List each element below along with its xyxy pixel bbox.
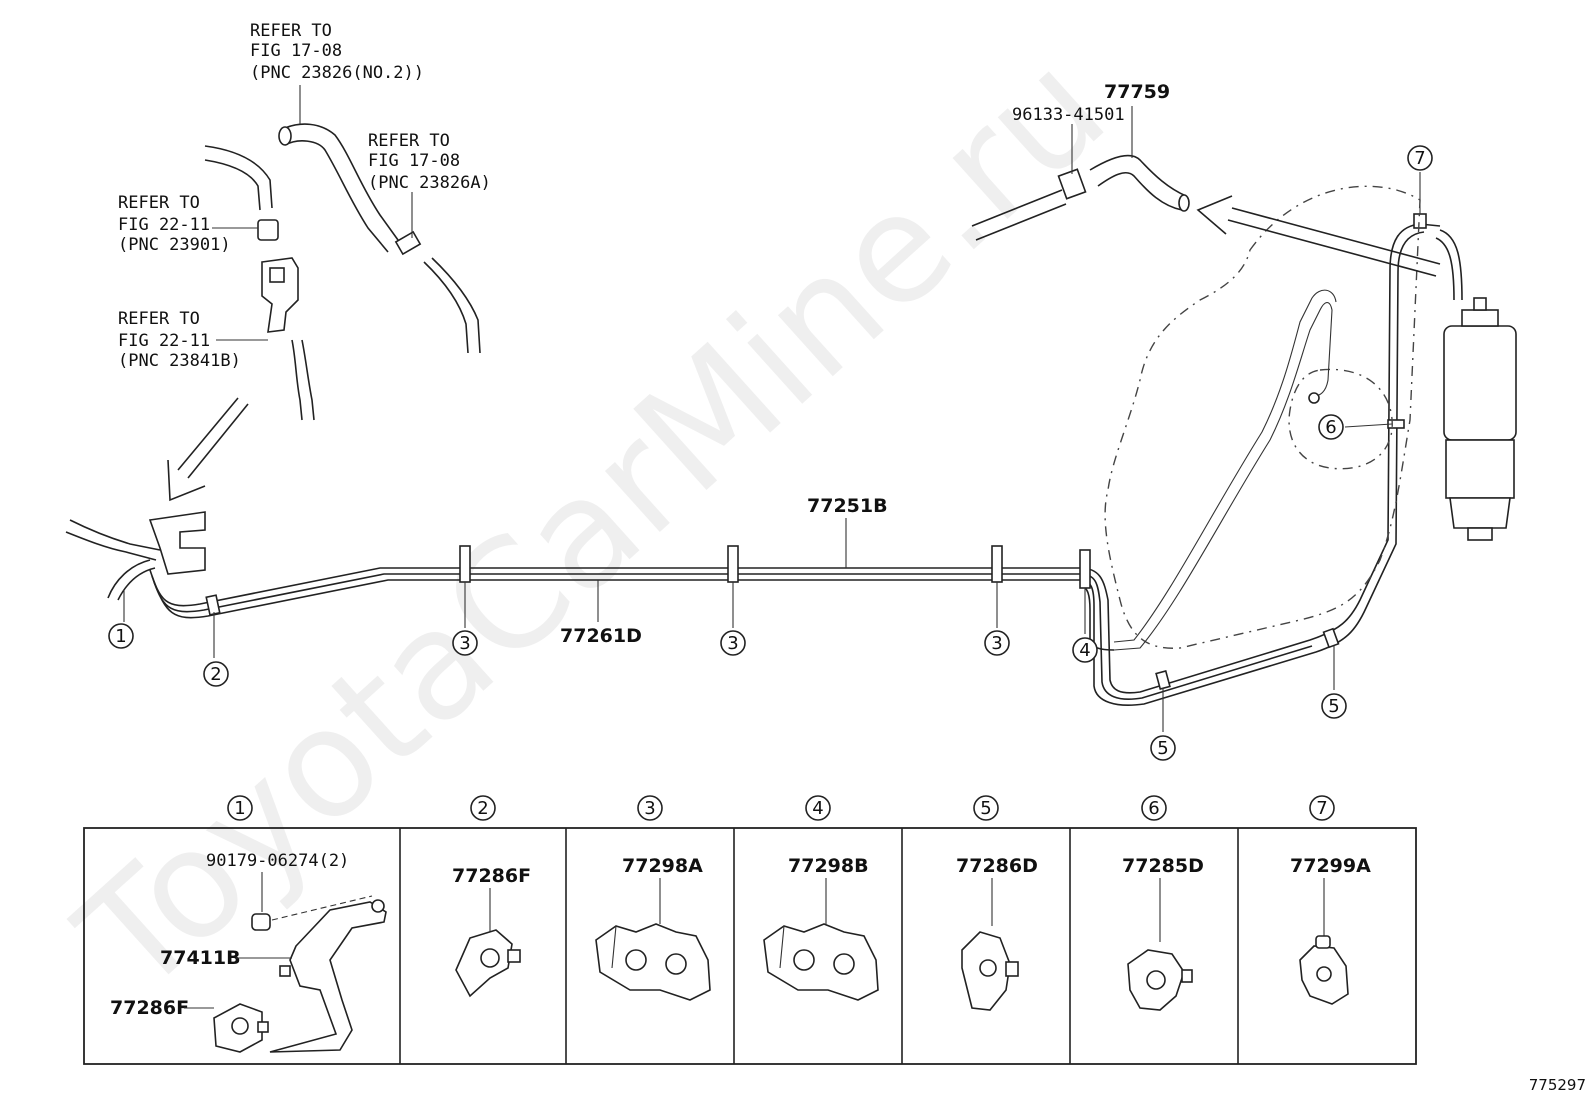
hose-ref-23901 (204, 145, 279, 241)
svg-text:5: 5 (980, 798, 991, 819)
part-label-77261d: 77261D (560, 625, 642, 647)
svg-text:4: 4 (812, 798, 823, 819)
legend-cell-3: 77298A (595, 855, 711, 1001)
callout-6: 6 (1318, 414, 1344, 440)
legend-header-6: 6 (1141, 795, 1167, 821)
ref-label-23826-no2: REFER TO FIG 17-08 (PNC 23826(NO.2)) (250, 21, 424, 83)
hose-clamp-23826a (394, 192, 481, 354)
svg-text:77285D: 77285D (1122, 855, 1204, 877)
legend-cell-2: 77286F (452, 865, 531, 998)
legend-header-7: 7 (1309, 795, 1335, 821)
callout-5b: 5 (1321, 693, 1347, 719)
legend-header-3: 3 (637, 795, 663, 821)
legend-cell-1: 90179-06274(2) 77411B 77286F (110, 851, 387, 1053)
ref-label-23826a: REFER TO FIG 17-08 (PNC 23826A) (368, 131, 491, 193)
callout-3b: 3 (720, 630, 746, 656)
svg-text:3: 3 (727, 633, 738, 654)
legend-cell-4: 77298B (763, 855, 879, 1001)
svg-text:5: 5 (1157, 738, 1168, 759)
direction-arrow-right (1196, 195, 1441, 277)
svg-text:3: 3 (991, 633, 1002, 654)
svg-text:3: 3 (644, 798, 655, 819)
svg-text:(PNC 23826(NO.2)): (PNC 23826(NO.2)) (250, 63, 424, 83)
charcoal-canister (1435, 229, 1517, 541)
legend-cell-5: 77286D (956, 855, 1038, 1011)
svg-text:77286F: 77286F (110, 997, 189, 1019)
svg-text:4: 4 (1079, 640, 1090, 661)
svg-text:7: 7 (1414, 148, 1425, 169)
svg-text:FIG 17-08: FIG 17-08 (368, 151, 460, 171)
hose-ref-23826-no2 (278, 85, 399, 253)
svg-text:90179-06274(2): 90179-06274(2) (206, 851, 349, 871)
callout-3c: 3 (984, 630, 1010, 656)
svg-text:(PNC 23826A): (PNC 23826A) (368, 173, 491, 193)
svg-text:6: 6 (1325, 417, 1336, 438)
part-label-77251b: 77251B (807, 495, 888, 517)
svg-text:(PNC 23901): (PNC 23901) (118, 235, 231, 255)
callout-4: 4 (1072, 637, 1098, 663)
callout-7: 7 (1407, 145, 1433, 171)
svg-text:77411B: 77411B (160, 947, 241, 969)
svg-text:(PNC 23841B): (PNC 23841B) (118, 351, 241, 371)
legend-cell-7: 77299A (1290, 855, 1371, 1005)
document-number: 775297 (1529, 1076, 1586, 1094)
hose-77759 (971, 106, 1190, 241)
svg-text:REFER TO: REFER TO (118, 309, 200, 329)
svg-text:2: 2 (210, 664, 221, 685)
svg-text:REFER TO: REFER TO (250, 21, 332, 41)
svg-text:FIG 22-11: FIG 22-11 (118, 331, 210, 351)
svg-text:REFER TO: REFER TO (118, 193, 200, 213)
tank-internal-line (1113, 289, 1337, 651)
svg-text:3: 3 (459, 633, 470, 654)
legend-table (83, 827, 1417, 1065)
svg-text:77298B: 77298B (788, 855, 869, 877)
left-bracket-assembly (65, 511, 206, 622)
ref-label-23901: REFER TO FIG 22-11 (PNC 23901) (118, 193, 231, 255)
legend-header-1: 1 (227, 795, 253, 821)
svg-text:2: 2 (477, 798, 488, 819)
part-label-77759: 77759 (1104, 81, 1170, 103)
callout-leaders (213, 172, 1421, 732)
direction-arrow-left (167, 397, 249, 502)
legend-header-5: 5 (973, 795, 999, 821)
legend-cell-6: 77285D (1122, 855, 1204, 1011)
main-fuel-lines (149, 223, 1441, 706)
svg-text:77299A: 77299A (1290, 855, 1371, 877)
svg-text:1: 1 (115, 626, 126, 647)
callout-1: 1 (108, 623, 134, 649)
svg-text:77286F: 77286F (452, 865, 531, 887)
svg-text:5: 5 (1328, 696, 1339, 717)
callout-5a: 5 (1150, 735, 1176, 761)
svg-text:REFER TO: REFER TO (368, 131, 450, 151)
svg-text:7: 7 (1316, 798, 1327, 819)
svg-text:77286D: 77286D (956, 855, 1038, 877)
callout-3a: 3 (452, 630, 478, 656)
part-label-96133-41501: 96133-41501 (1012, 105, 1125, 125)
legend-header-2: 2 (470, 795, 496, 821)
svg-text:FIG 17-08: FIG 17-08 (250, 41, 342, 61)
ref-label-23841b: REFER TO FIG 22-11 (PNC 23841B) (118, 309, 241, 371)
callout-2: 2 (203, 661, 229, 687)
svg-text:1: 1 (234, 798, 245, 819)
svg-text:77298A: 77298A (622, 855, 703, 877)
svg-text:6: 6 (1148, 798, 1159, 819)
fuel-tank-outline (1104, 185, 1421, 649)
legend-header-4: 4 (805, 795, 831, 821)
connector-ref-23841b (216, 257, 315, 421)
svg-text:FIG 22-11: FIG 22-11 (118, 215, 210, 235)
